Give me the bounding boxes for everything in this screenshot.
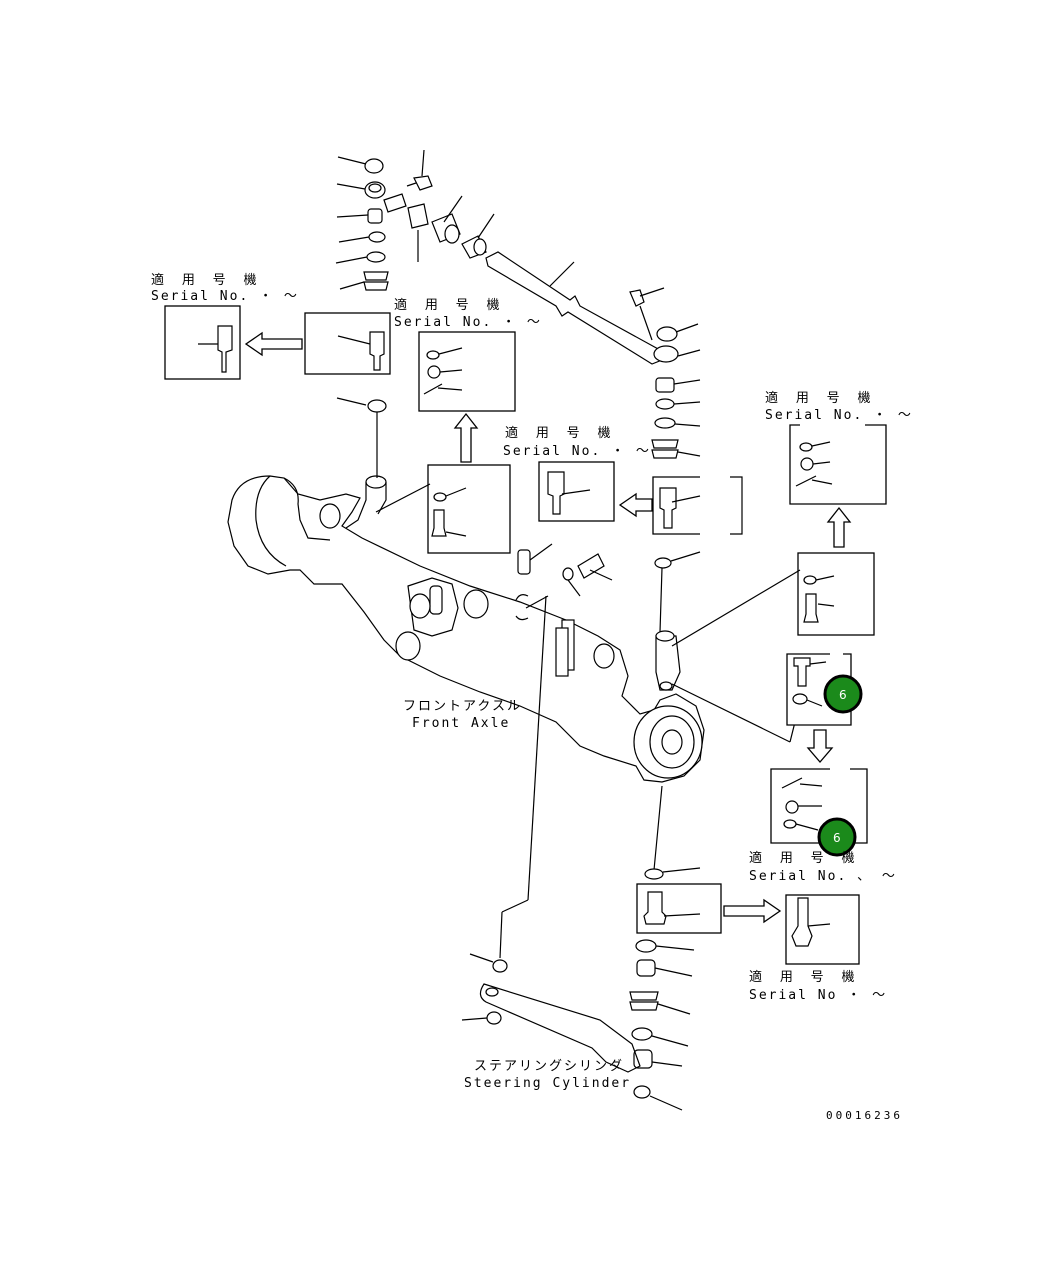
- serial-group-center-top: 適 用 号 機 Serial No. ・ ～: [394, 297, 542, 554]
- front-axle-label-jp: フロントアクスル: [403, 699, 522, 714]
- front-axle-label-en: Front Axle: [412, 716, 510, 731]
- callout-badge-label: 6: [839, 688, 847, 702]
- serial-label-en: Serial No. ・ ～: [765, 408, 913, 423]
- serial-group-bottom: 適 用 号 機 Serial No ・ ～: [629, 867, 887, 1111]
- leader-lines: [336, 397, 801, 959]
- steering-cylinder: ステアリングシリンダ Steering Cylinder: [461, 953, 641, 1091]
- front-axle: フロントアクスル Front Axle: [227, 475, 705, 783]
- serial-label-jp: 適 用 号 機: [749, 850, 859, 866]
- callout-badge[interactable]: [823, 674, 863, 714]
- arrow-left-icon: [618, 492, 653, 518]
- callout-badge-label: 6: [833, 831, 841, 845]
- serial-group-right: 適 用 号 機 Serial No. ・ ～: [765, 390, 913, 636]
- serial-label-jp: 適 用 号 機: [151, 272, 261, 288]
- serial-group-callout-1: 6: [786, 653, 863, 763]
- arrow-up-icon: [826, 506, 852, 548]
- arrow-up-icon: [453, 412, 479, 463]
- serial-label-jp: 適 用 号 機: [394, 297, 504, 313]
- serial-label-en: Serial No. ・ ～: [151, 289, 299, 304]
- serial-label-en: Serial No. ・ ～: [394, 315, 542, 330]
- tie-rod: [485, 251, 701, 459]
- callout-badge[interactable]: [817, 817, 857, 857]
- serial-group-left: 適 用 号 機 Serial No. ・ ～: [151, 272, 391, 380]
- serial-label-en: Serial No. ・ ～: [503, 444, 651, 459]
- drawing-number: 00016236: [826, 1109, 903, 1122]
- serial-label-jp: 適 用 号 機: [505, 425, 615, 441]
- serial-label-jp: 適 用 号 機: [765, 390, 875, 406]
- arrow-left-icon: [244, 331, 303, 357]
- top-left-part-stack: [335, 149, 495, 291]
- steering-cylinder-label-en: Steering Cylinder: [464, 1076, 631, 1091]
- serial-label-jp: 適 用 号 機: [749, 969, 859, 985]
- serial-group-center: 適 用 号 機 Serial No. ・ ～: [503, 425, 743, 569]
- arrow-down-icon: [806, 729, 834, 763]
- arrow-right-icon: [723, 898, 782, 924]
- pin-and-bolt: [515, 543, 613, 621]
- serial-label-en: Serial No ・ ～: [749, 988, 887, 1003]
- serial-label-en: Serial No. 、 ～: [749, 869, 897, 884]
- serial-group-callout-2: 6 適 用 号 機 Serial No. 、 ～: [749, 768, 897, 884]
- steering-cylinder-label-jp: ステアリングシリンダ: [474, 1059, 624, 1074]
